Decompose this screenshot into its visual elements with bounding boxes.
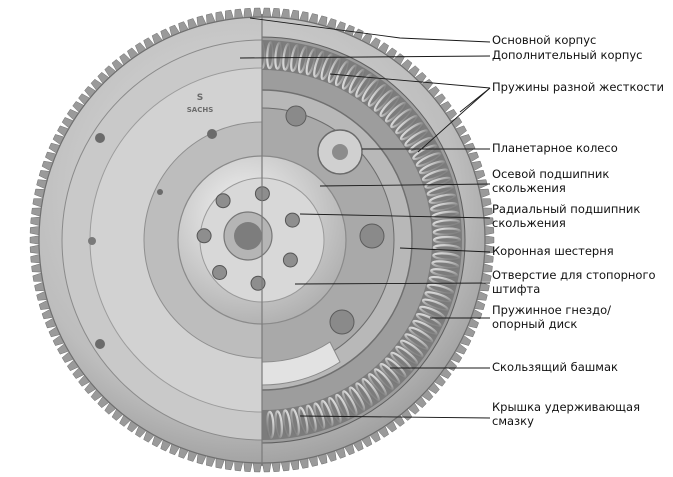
callout-label-line: Осевой подшипник [492,167,609,181]
callout-label-line: Коронная шестерня [492,244,614,258]
hub-bolt [197,229,211,243]
hub-bolt [213,266,227,280]
callout-label-line: Дополнительный корпус [492,48,642,62]
callout-label-line: Пружинное гнездо/ [492,303,611,317]
callout-label: Основной корпус [492,33,596,47]
svg-text:SACHS: SACHS [187,106,214,114]
callout-label-line: скольжения [492,216,566,230]
callout-label: Скользящий башмак [492,360,618,374]
callout-label-line: смазку [492,414,534,428]
hub-bolt [283,253,297,267]
callout-label: Дополнительный корпус [492,48,642,62]
hub-bolt [285,213,299,227]
callout-label: Пружины разной жесткости [492,80,664,94]
svg-text:S: S [197,93,203,103]
callout-label-line: Основной корпус [492,33,596,47]
callout-label-line: Крышка удерживающая [492,400,640,414]
callout-label-line: Отверстие для стопорного [492,268,656,282]
hub-bolt [251,276,265,290]
callout-label-line: Радиальный подшипник [492,202,640,216]
callout-label: Планетарное колесо [492,141,618,155]
planetary-gear [318,130,362,174]
callout-label-line: Планетарное колесо [492,141,618,155]
callout-label: Пружинное гнездо/опорный диск [492,303,611,331]
callout-label-line: Скользящий башмак [492,360,618,374]
callout-label: Коронная шестерня [492,244,614,258]
callout-label-line: скольжения [492,181,566,195]
hub-bolt [216,194,230,208]
callout-label-line: штифта [492,282,540,296]
callout-label-line: Пружины разной жесткости [492,80,664,94]
callout-label-line: опорный диск [492,317,577,331]
